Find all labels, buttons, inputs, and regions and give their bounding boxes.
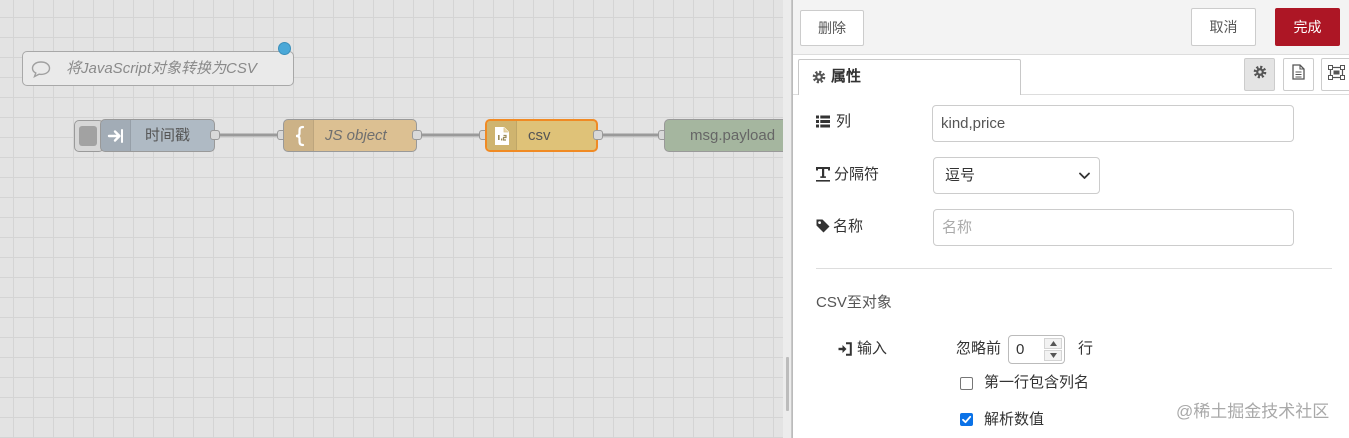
separator-dropdown[interactable]: 逗号 bbox=[934, 158, 1099, 193]
comment-icon bbox=[30, 59, 52, 79]
comment-text: 将JavaScript对象转换为CSV bbox=[66, 60, 257, 77]
output-port[interactable] bbox=[210, 130, 220, 140]
sign-in-icon bbox=[838, 342, 854, 356]
text-width-icon bbox=[816, 167, 832, 182]
debug-node[interactable]: msg.payload bbox=[664, 119, 783, 152]
columns-label: 列 bbox=[836, 113, 852, 130]
panel-splitter[interactable] bbox=[783, 0, 792, 438]
first-row-headers-checkbox[interactable] bbox=[960, 377, 973, 390]
caret-down-icon bbox=[1049, 353, 1057, 358]
spinner bbox=[1044, 338, 1062, 361]
comment-node[interactable]: 将JavaScript对象转换为CSV bbox=[22, 51, 294, 86]
output-port[interactable] bbox=[593, 130, 603, 140]
wires bbox=[220, 133, 660, 137]
tag-icon bbox=[816, 219, 832, 233]
done-button[interactable]: 完成 bbox=[1275, 8, 1340, 46]
gear-icon bbox=[812, 70, 826, 84]
input-label: 输入 bbox=[857, 340, 888, 357]
changed-indicator bbox=[278, 42, 291, 55]
frame-icon bbox=[1328, 64, 1345, 85]
flow-canvas[interactable]: 将JavaScript对象转换为CSV 时间戳 JS object csv ms… bbox=[0, 0, 783, 438]
caret-up-icon bbox=[1049, 341, 1057, 346]
section-title: CSV至对象 bbox=[816, 294, 892, 311]
cancel-button[interactable]: 取消 bbox=[1191, 8, 1256, 46]
skip-prefix-label: 忽略前 bbox=[956, 340, 1002, 357]
first-row-headers-label: 第一行包含列名 bbox=[984, 374, 1090, 391]
watermark: @稀土掘金技术社区 bbox=[1176, 402, 1330, 421]
edit-tray: 删除 取消 完成 属性 列 分隔符 逗号 bbox=[792, 0, 1349, 438]
inject-button-face bbox=[79, 126, 97, 146]
name-label: 名称 bbox=[833, 218, 864, 235]
skip-suffix-label: 行 bbox=[1078, 340, 1094, 357]
document-icon bbox=[1292, 64, 1305, 85]
output-port[interactable] bbox=[412, 130, 422, 140]
columns-input[interactable] bbox=[932, 105, 1294, 142]
tray-header: 删除 取消 完成 bbox=[793, 0, 1349, 55]
delete-button[interactable]: 删除 bbox=[800, 10, 864, 46]
resize-handle[interactable] bbox=[786, 357, 789, 411]
tab-properties[interactable]: 属性 bbox=[798, 59, 1021, 95]
tab-button-appearance[interactable] bbox=[1321, 58, 1349, 91]
node-label: 时间戳 bbox=[145, 127, 191, 144]
tab-bar-border bbox=[793, 94, 1349, 95]
inject-arrow-icon bbox=[101, 120, 131, 151]
node-label: JS object bbox=[325, 127, 387, 144]
template-brace-icon bbox=[284, 120, 314, 151]
parse-numbers-checkbox[interactable] bbox=[960, 413, 973, 426]
name-input[interactable] bbox=[933, 209, 1294, 246]
template-node[interactable]: JS object bbox=[283, 119, 417, 152]
csv-file-icon bbox=[487, 121, 517, 150]
skip-lines-stepper[interactable] bbox=[1008, 335, 1065, 364]
node-label: csv bbox=[528, 127, 551, 144]
list-icon bbox=[816, 115, 832, 129]
spin-down-button[interactable] bbox=[1044, 350, 1062, 361]
inject-button[interactable] bbox=[74, 120, 104, 152]
section-divider bbox=[816, 268, 1332, 269]
tab-label: 属性 bbox=[831, 68, 862, 85]
separator-label: 分隔符 bbox=[834, 166, 880, 183]
inject-node[interactable]: 时间戳 bbox=[100, 119, 215, 152]
parse-numbers-label: 解析数值 bbox=[984, 411, 1045, 428]
check-icon bbox=[962, 415, 972, 424]
csv-node[interactable]: csv bbox=[485, 119, 598, 152]
tab-button-description[interactable] bbox=[1283, 58, 1314, 91]
gear-icon bbox=[1253, 65, 1267, 84]
tab-button-properties[interactable] bbox=[1244, 58, 1275, 91]
spin-up-button[interactable] bbox=[1044, 338, 1062, 349]
node-label: msg.payload bbox=[690, 127, 776, 144]
skip-lines-input[interactable] bbox=[1009, 336, 1047, 363]
separator-select[interactable]: 逗号 bbox=[933, 157, 1100, 194]
